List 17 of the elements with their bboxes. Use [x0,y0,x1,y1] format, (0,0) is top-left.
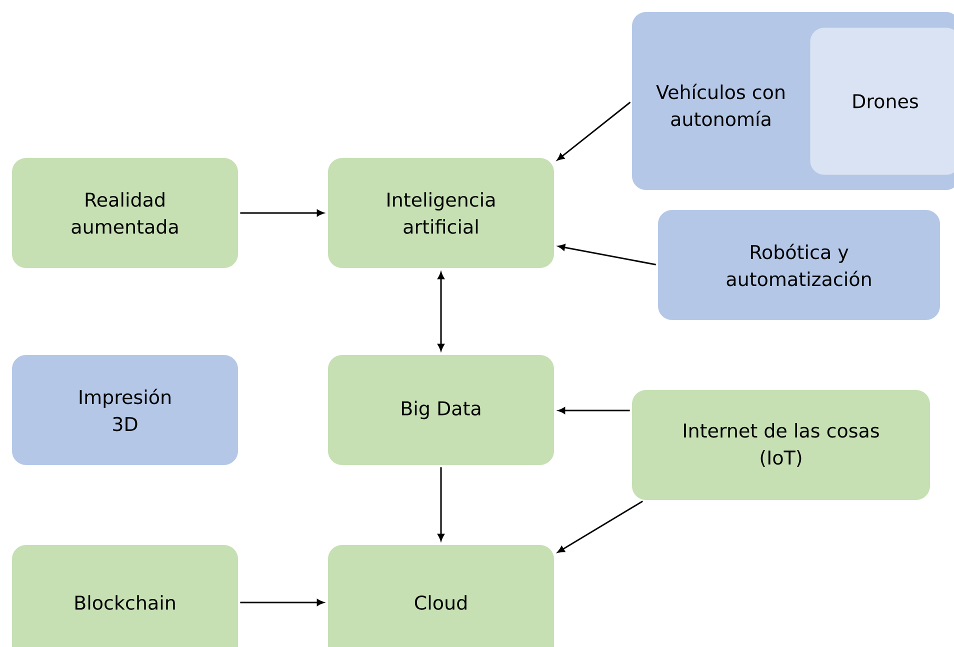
arrow [557,500,644,553]
arrow [438,272,444,351]
process-box: Cloud [328,545,554,647]
process-box: Inteligencia artificial [328,158,554,268]
process-box: Realidad aumentada [12,158,238,268]
process-box: Blockchain [12,545,238,647]
process-box: Drones [810,28,954,175]
arrow [438,467,444,541]
arrow [557,102,631,160]
process-box: Big Data [328,355,554,465]
arrow [240,599,324,606]
process-box: Robótica y automatización [658,210,940,320]
process-box: Impresión 3D [12,355,238,465]
arrow [558,407,630,414]
arrow [558,244,656,266]
process-box: Internet de las cosas (IoT) [632,390,930,500]
arrow [240,210,324,216]
